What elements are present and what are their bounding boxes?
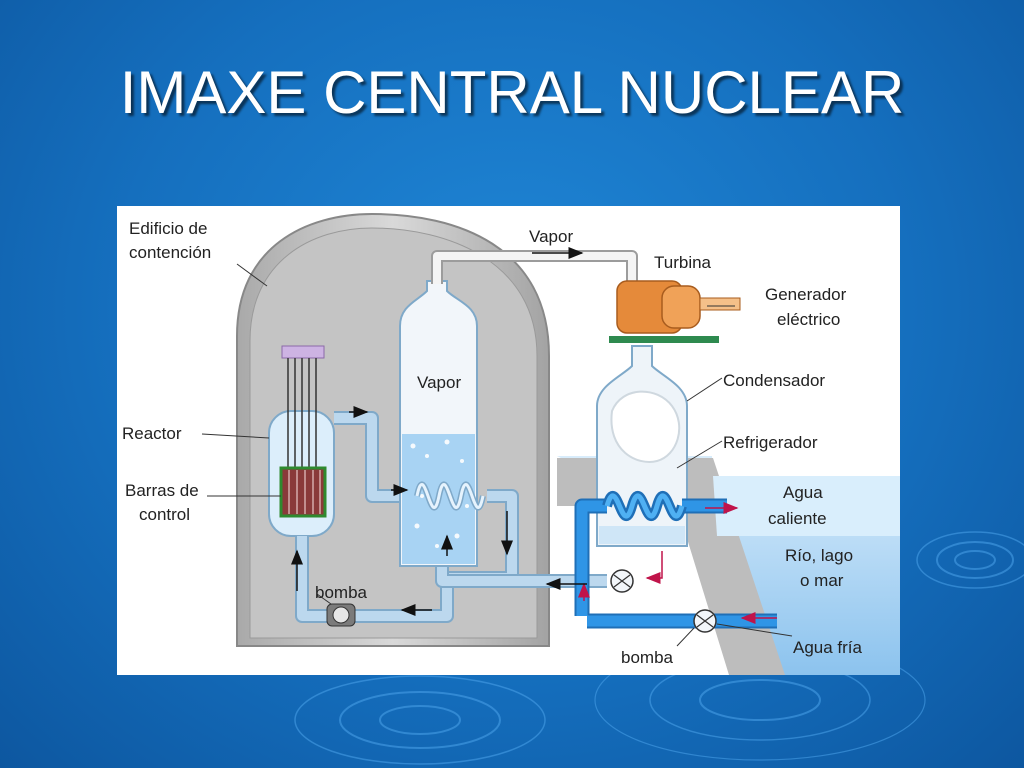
label-generator-2: eléctrico xyxy=(777,310,840,329)
label-cooler: Refrigerador xyxy=(723,433,818,452)
label-rods-1: Barras de xyxy=(125,481,199,500)
pump-primary xyxy=(326,603,356,627)
label-rods-2: control xyxy=(139,505,190,524)
label-cold-water: Agua fría xyxy=(793,638,863,657)
label-containment-1: Edificio de xyxy=(129,219,207,238)
turbine xyxy=(609,280,741,343)
label-reactor: Reactor xyxy=(122,424,182,443)
pump-cooling xyxy=(693,609,717,633)
label-hot-water-2: caliente xyxy=(768,509,827,528)
label-condenser: Condensador xyxy=(723,371,825,390)
label-hot-water-1: Agua xyxy=(783,483,823,502)
label-generator-1: Generador xyxy=(765,285,847,304)
label-pump-bottom: bomba xyxy=(621,648,674,667)
slide-title: IMAXE CENTRAL NUCLEAR xyxy=(119,59,905,126)
label-containment-2: contención xyxy=(129,243,211,262)
label-vapor-tank: Vapor xyxy=(417,373,461,392)
label-vapor-top: Vapor xyxy=(529,227,573,246)
nuclear-plant-diagram: Edificio de contención Vapor Turbina Gen… xyxy=(117,206,900,675)
pump-condensate xyxy=(610,569,634,593)
label-pump-left: bomba xyxy=(315,583,368,602)
label-turbine: Turbina xyxy=(654,253,712,272)
label-river-2: o mar xyxy=(800,571,844,590)
label-river-1: Río, lago xyxy=(785,546,853,565)
control-rods xyxy=(279,466,327,518)
